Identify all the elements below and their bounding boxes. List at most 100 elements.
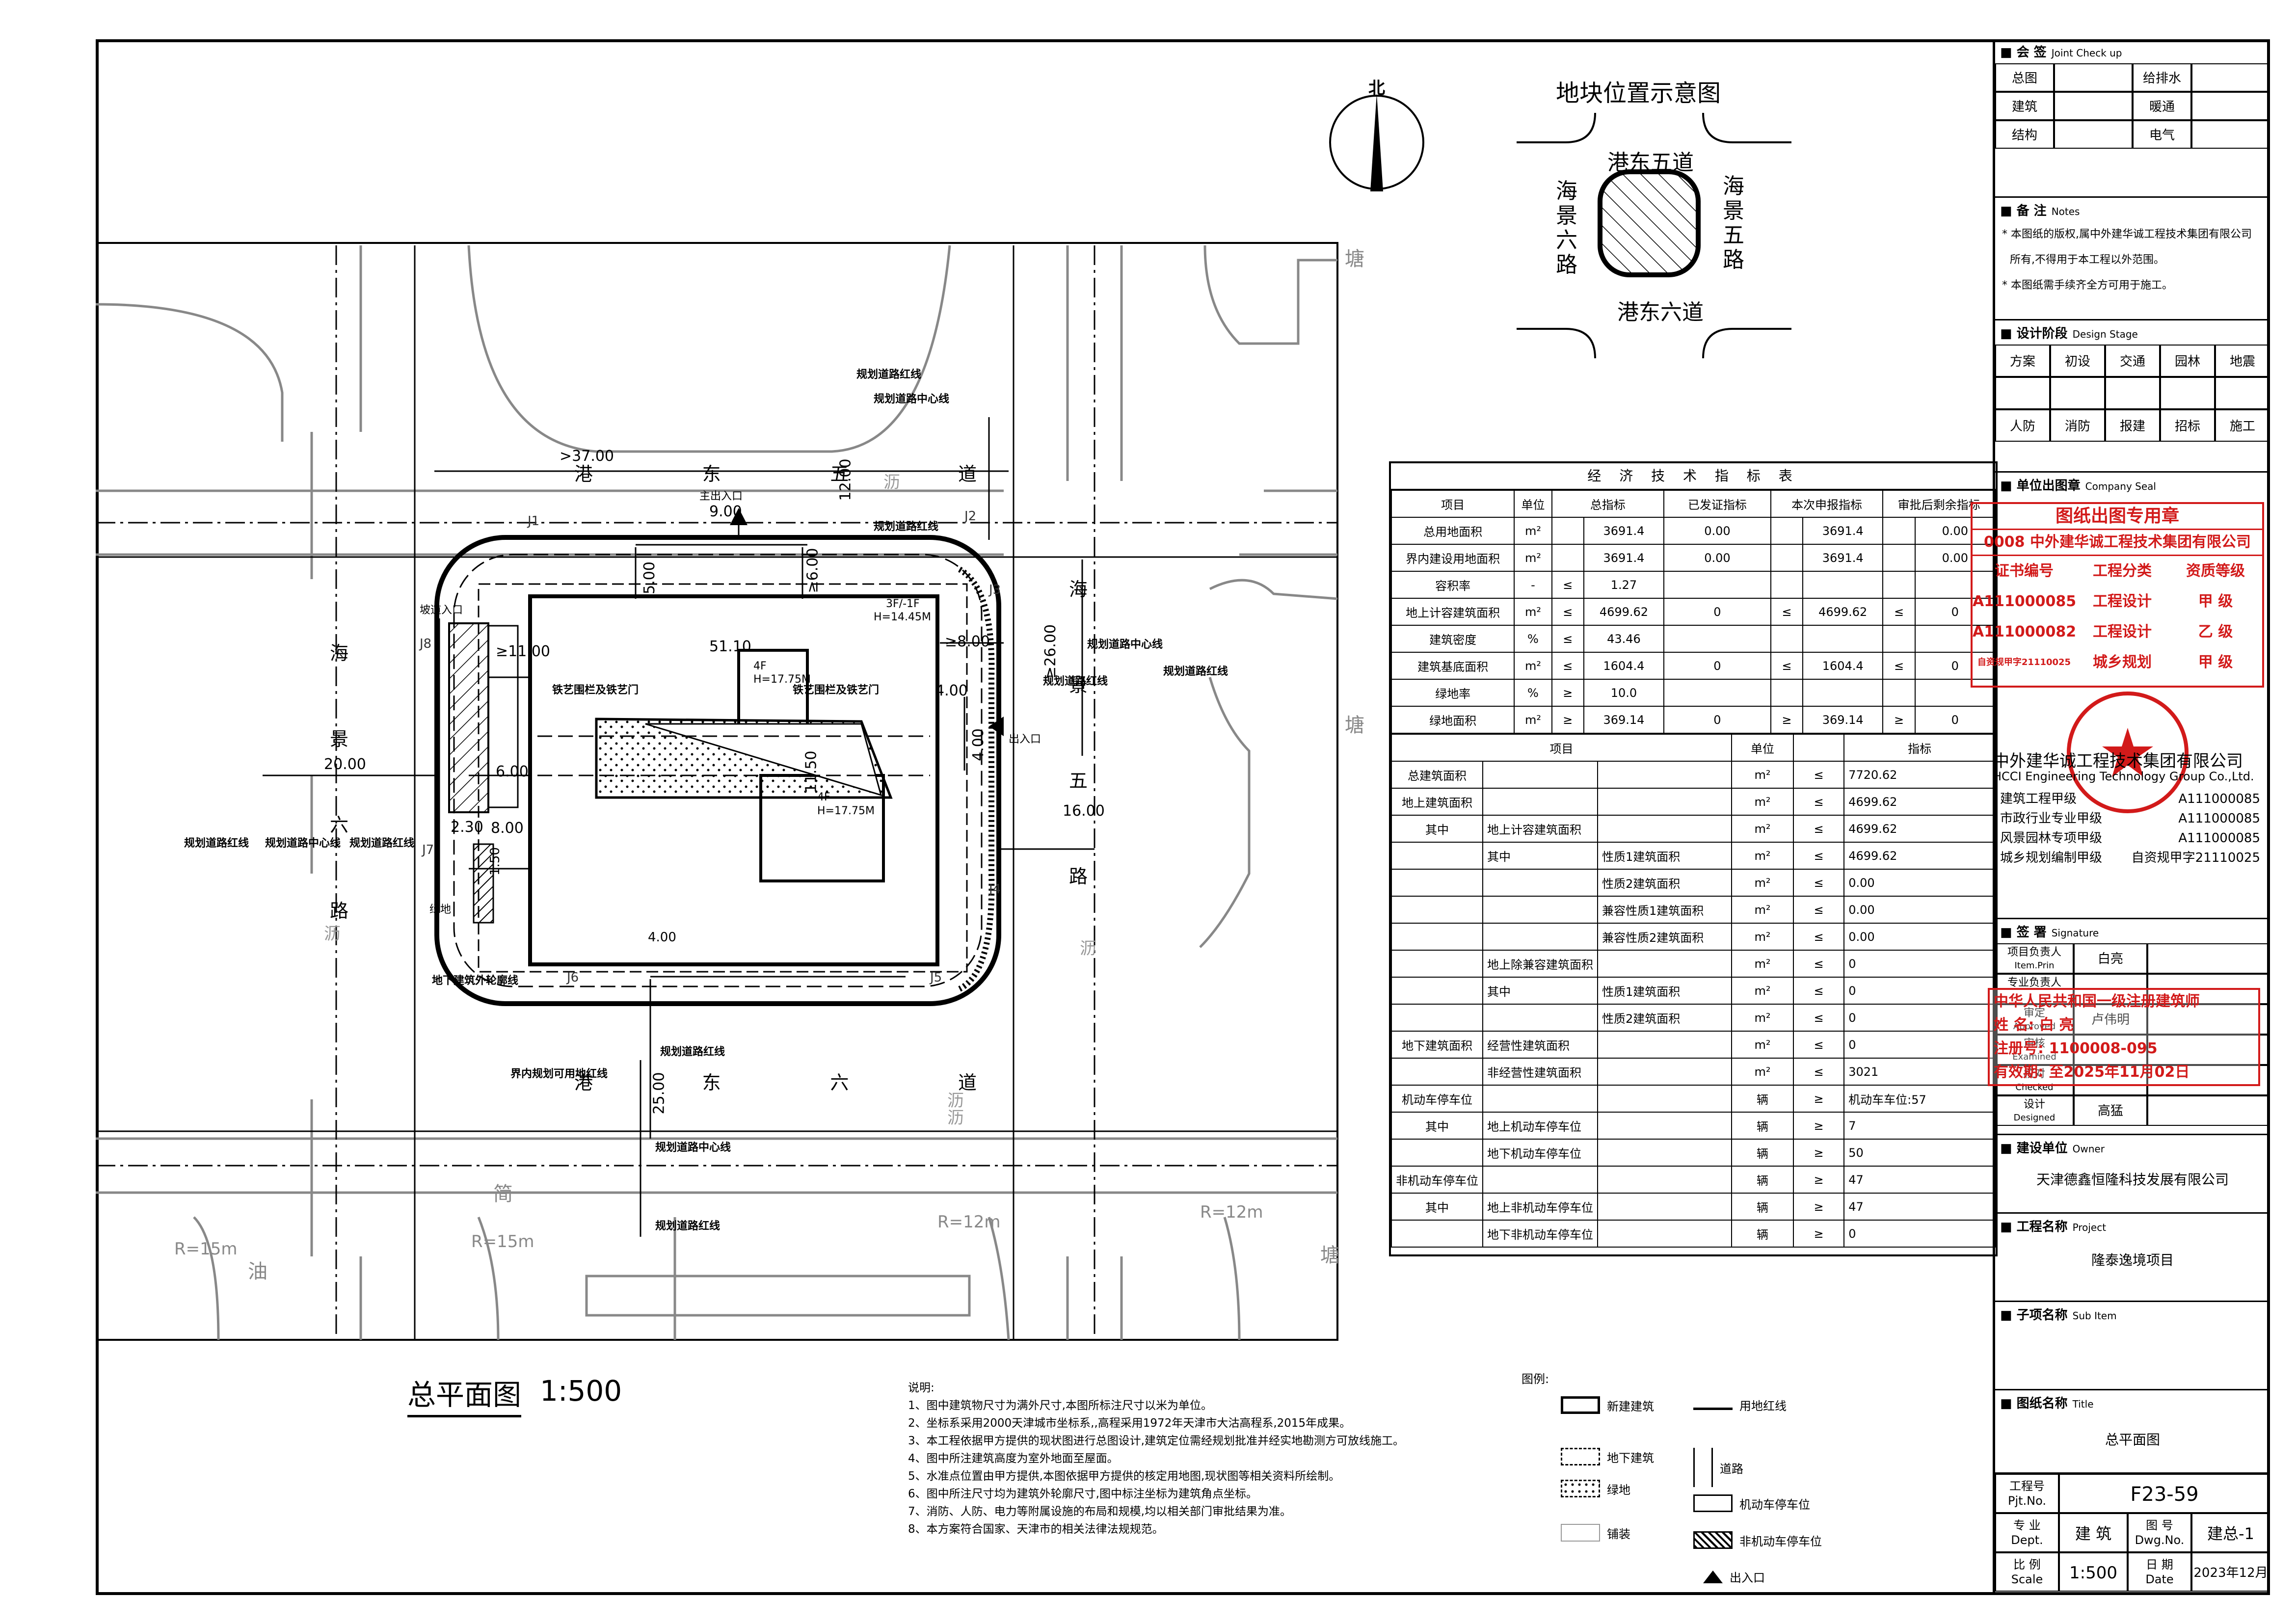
location-road-right: 海景五路 <box>1723 174 1744 272</box>
legend-title: 图例: <box>1522 1372 1549 1386</box>
label-red-line: 规划道路红线 <box>655 1220 721 1232</box>
company-name-cn: 中外建华诚工程技术集团有限公司 <box>1993 751 2243 771</box>
svg-text:J2: J2 <box>963 509 976 524</box>
stage-cell: 方案 <box>1995 345 2050 377</box>
label-red-line: 规划道路红线 <box>349 837 415 850</box>
owner-value: 天津德鑫恒隆科技发展有限公司 <box>2036 1171 2229 1188</box>
north-label: 北 <box>1368 79 1385 98</box>
label-green: 绿地 <box>429 904 452 916</box>
svg-text:J4: J4 <box>988 882 1001 897</box>
location-map-title: 地块位置示意图 <box>1556 80 1721 107</box>
dim-25: 25.00 <box>650 1072 668 1115</box>
joint-cell: 结构 <box>1995 120 2054 149</box>
drawing-border <box>96 39 2270 1595</box>
project-no-value: F23-59 <box>2059 1474 2270 1513</box>
stage-cell: 施工 <box>2215 409 2270 442</box>
legend-road: 道路 <box>1693 1448 1743 1487</box>
label-center-line: 规划道路中心线 <box>265 837 341 850</box>
road-east-name: 海景五路 <box>1069 579 1088 887</box>
label-center-line: 规划道路中心线 <box>1087 639 1163 651</box>
label-iron-gate: 铁艺围栏及铁艺门 <box>793 684 880 696</box>
radius-label: R=12m <box>1200 1202 1263 1222</box>
econ-row-b: 非机动车停车位辆≥47 <box>1391 1166 1996 1194</box>
label-red-line: 规划道路红线 <box>184 837 249 850</box>
road-west-name: 海景六路 <box>330 642 349 922</box>
econ-header-row-b: 项目单位指标 <box>1391 734 1996 762</box>
dim-1-50: 1.50 <box>487 847 503 876</box>
label-building-height: H=14.45M <box>874 611 931 623</box>
dim-37: >37.00 <box>560 448 614 465</box>
simple-label: 简 <box>493 1183 513 1205</box>
note-item: 5、水准点位置由甲方提供,本图依据甲方提供的核定用地图,现状图等相关资料所绘制。 <box>908 1470 1340 1483</box>
econ-row: 绿地率%≥10.0 <box>1390 679 1996 707</box>
note-item: 3、本工程依据甲方提供的现状图进行总图设计,建筑定位需经规划批准并经实地勘测方可… <box>908 1435 1404 1447</box>
econ-row-b: 其中地上非机动车停车位辆≥47 <box>1391 1193 1996 1221</box>
joint-cell <box>2054 63 2133 92</box>
entrance-north-marker <box>730 508 748 525</box>
radius-label: R=15m <box>174 1239 238 1259</box>
note-item: 2、坐标系采用2000天津城市坐标系,,高程采用1972年天津市大沽高程系,20… <box>908 1417 1351 1430</box>
project-value: 隆泰逸境项目 <box>2091 1252 2174 1268</box>
plan-title: 总平面图 <box>407 1372 522 1417</box>
econ-row-b: 机动车停车位辆≥机动车车位:57 <box>1391 1085 1996 1113</box>
note-item: 1、图中建筑物尺寸为满外尺寸,本图所标注尺寸以米为单位。 <box>908 1399 1212 1412</box>
label-tower-height: H=17.75M <box>817 805 875 817</box>
tb-note-line: 所有,不得用于本工程以外范围。 <box>2010 254 2164 266</box>
econ-header-row: 项目单位 总指标已发证指标 本次申报指标审批后剩余指标 <box>1390 490 1996 518</box>
legend-new-building: 新建建筑 <box>1561 1396 1654 1414</box>
label-tower-floors: 4F <box>817 791 830 803</box>
svg-text:J1: J1 <box>527 514 539 529</box>
dim-8b: 8.00 <box>491 820 524 837</box>
stage-cell: 招标 <box>2160 409 2215 442</box>
svg-text:J7: J7 <box>421 843 434 857</box>
joint-cell <box>2054 92 2133 120</box>
stage-cell <box>2050 377 2105 409</box>
legend-paving: 铺装 <box>1561 1524 1630 1542</box>
dim-4b: 4.00 <box>969 728 987 761</box>
road-north-name: 港东五道 <box>574 463 977 485</box>
dwg-no-value: 建总-1 <box>2191 1513 2270 1552</box>
stage-cell: 园林 <box>2160 345 2215 377</box>
asphalt-label: 沥 <box>947 1091 964 1111</box>
stage-cell: 消防 <box>2050 409 2105 442</box>
dim-20: 20.00 <box>324 756 366 773</box>
svg-text:J6: J6 <box>566 970 579 985</box>
label-red-line: 规划道路红线 <box>1043 675 1108 688</box>
label-underground-line: 地下建筑外轮廓线 <box>432 975 519 987</box>
dim-11: ≥11.00 <box>496 643 551 660</box>
note-item: 8、本方案符合国家、天津市的相关法律法规规范。 <box>908 1523 1164 1536</box>
legend-green: 绿地 <box>1561 1480 1630 1497</box>
label-entrance: 出入口 <box>1009 733 1041 745</box>
road-south-name: 港东六道 <box>574 1072 977 1093</box>
joint-cell: 电气 <box>2133 120 2191 149</box>
label-ramp: 坡道入口 <box>420 604 463 616</box>
joint-cell <box>2054 120 2133 149</box>
